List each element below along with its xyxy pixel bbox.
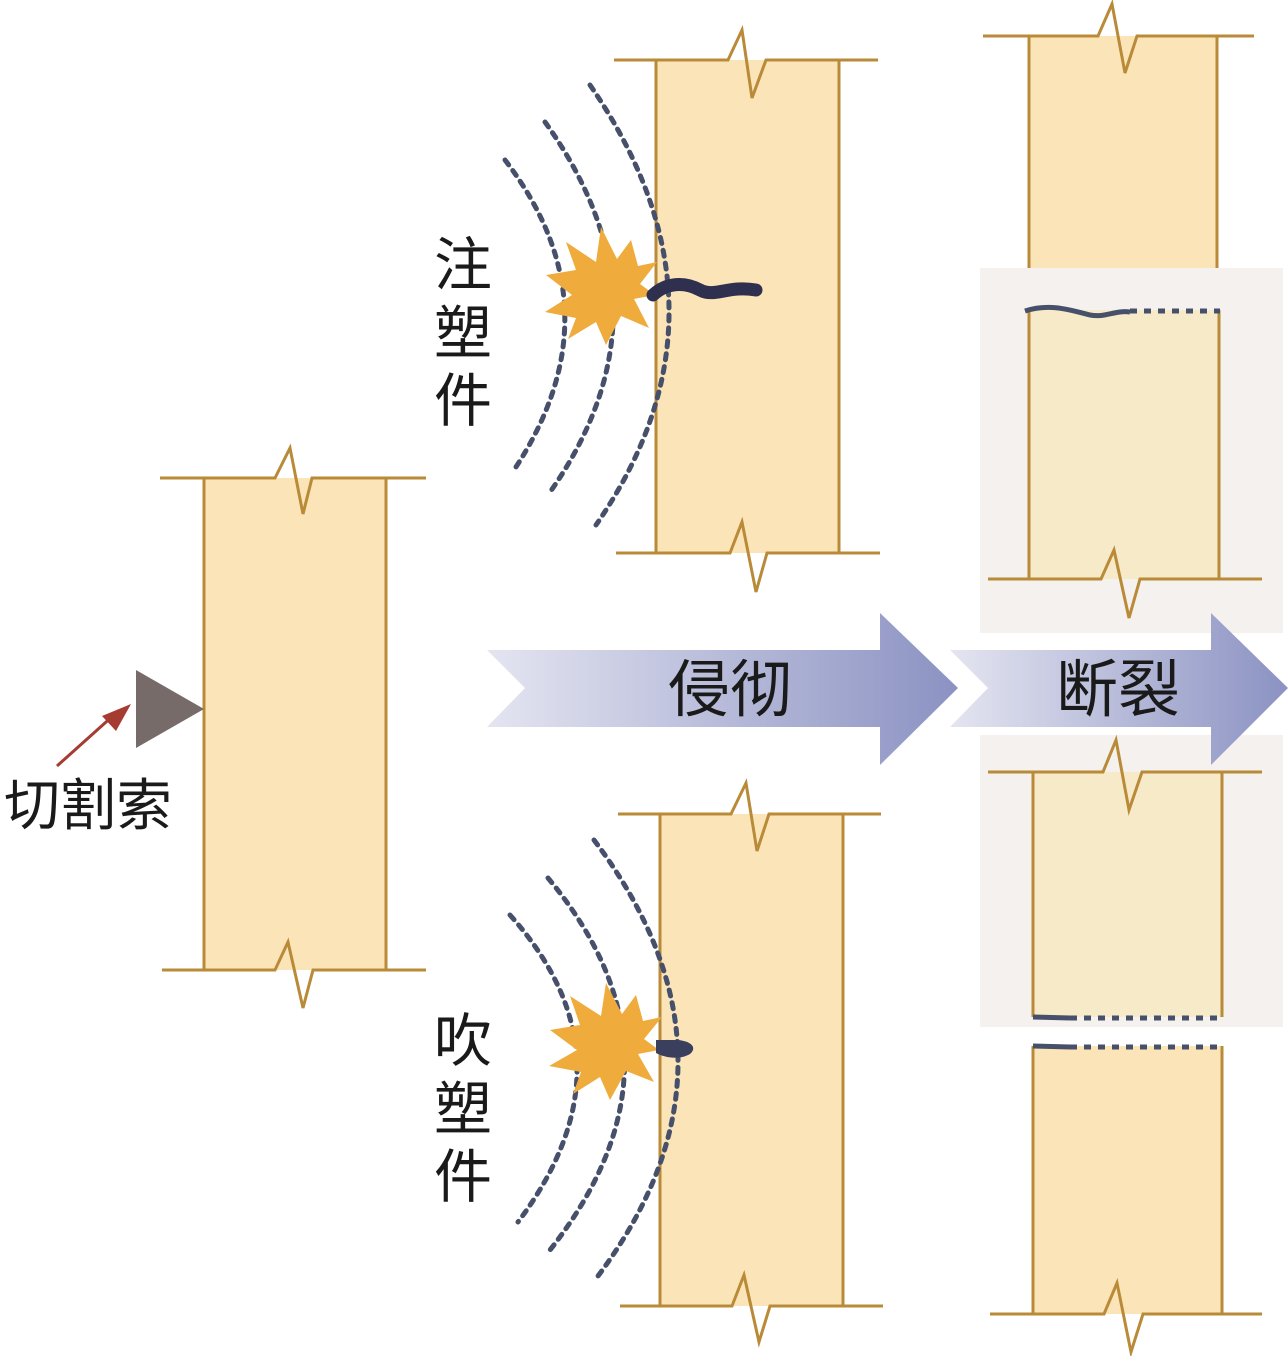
fractured-panel-blow-piece bbox=[988, 734, 1262, 1021]
injection-part-label: 注塑件 bbox=[424, 234, 492, 438]
crack-mark-top bbox=[646, 278, 763, 302]
crack-mark-bottom bbox=[656, 1040, 694, 1058]
initial-panel bbox=[160, 443, 426, 1009]
cutting-cord-pointer-arrow bbox=[55, 704, 131, 768]
fracture-arrow bbox=[950, 613, 1288, 765]
fractured-panel-injection-piece bbox=[988, 304, 1262, 619]
blow-part-label: 吹塑件 bbox=[424, 1010, 492, 1214]
cutting-cord-label: 切割索 bbox=[4, 774, 172, 839]
fracture-arrow-label: 断裂 bbox=[1056, 653, 1180, 726]
blast-icon-top bbox=[545, 227, 657, 345]
fractured-panel-top-segment bbox=[983, 0, 1254, 268]
injection-panel bbox=[614, 24, 880, 593]
cutting-cord-icon bbox=[136, 670, 204, 748]
blow-panel bbox=[618, 778, 883, 1348]
fractured-panel-bottom-segment bbox=[990, 1043, 1262, 1356]
erosion-arrow bbox=[487, 613, 958, 765]
erosion-arrow-label: 侵彻 bbox=[668, 653, 792, 726]
blast-icon-bottom bbox=[549, 983, 662, 1100]
